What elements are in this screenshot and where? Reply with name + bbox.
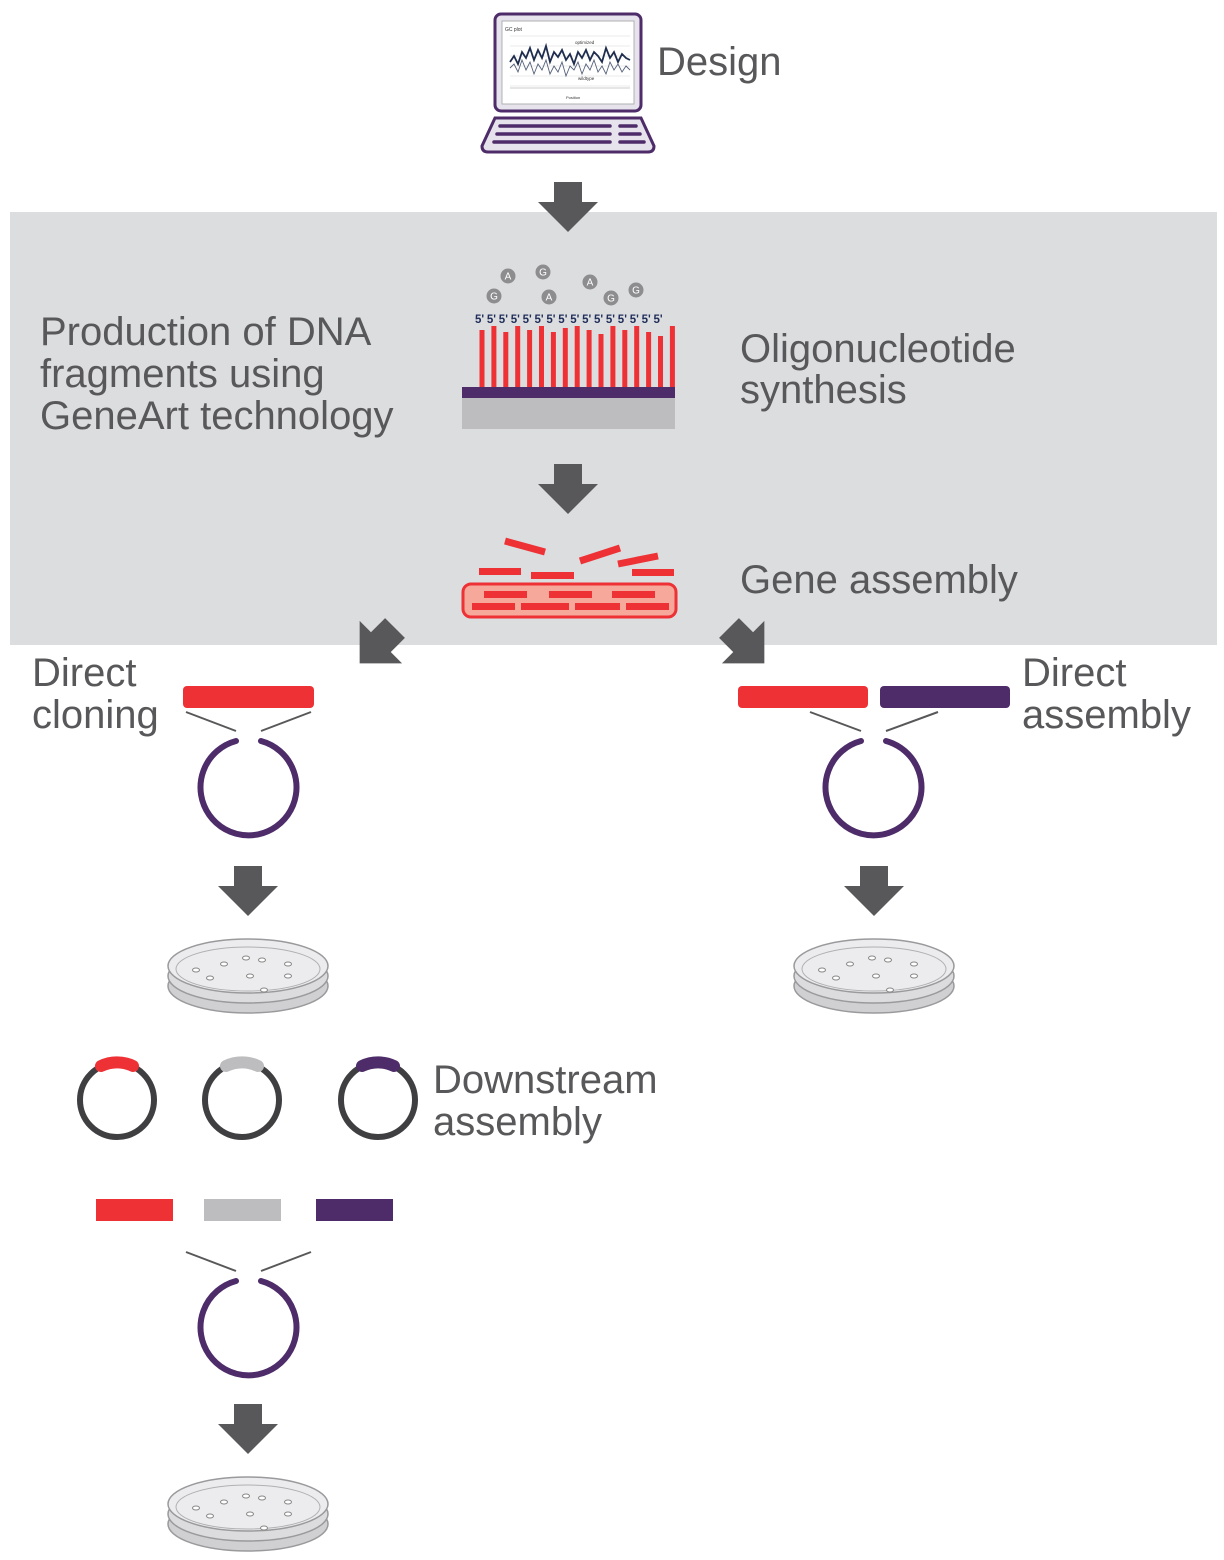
nucleotide-letter: G — [490, 292, 498, 303]
oligo-strand — [610, 326, 616, 387]
oligo-strand — [574, 326, 580, 387]
five-prime-labels: 5'5'5'5'5'5'5'5'5'5'5'5'5'5'5'5' — [475, 314, 663, 326]
direct-cloning-graphic — [183, 686, 314, 839]
oligo-strand — [669, 326, 675, 387]
five-prime-label: 5' — [618, 314, 627, 326]
oligo-strand — [539, 326, 544, 387]
petri-dish-cloning — [167, 938, 329, 1014]
label-production-line3: GeneArt technology — [40, 394, 394, 438]
five-prime-label: 5' — [487, 314, 496, 326]
label-oligo-line1: Oligonucleotide — [740, 327, 1016, 371]
five-prime-label: 5' — [511, 314, 520, 326]
five-prime-label: 5' — [570, 314, 579, 326]
arrow-downstream-to-dish — [218, 1404, 278, 1454]
five-prime-label: 5' — [535, 314, 544, 326]
oligo-strand — [598, 334, 604, 387]
five-prime-label: 5' — [594, 314, 603, 326]
label-oligo-synthesis: Oligonucleotide synthesis — [740, 327, 1027, 412]
label-direct-assembly: Direct assembly — [1022, 651, 1191, 737]
label-production-line2: fragments using — [40, 352, 325, 396]
five-prime-label: 5' — [499, 314, 508, 326]
five-prime-label: 5' — [523, 314, 532, 326]
oligo-strand — [658, 336, 663, 387]
label-direct-assembly-line2: assembly — [1022, 693, 1191, 737]
monitor-optimized-line — [509, 42, 631, 67]
label-direct-assembly-line1: Direct — [1022, 651, 1126, 695]
nucleotide-bubble: A — [500, 268, 516, 284]
monitor-chart-title: GC plot — [505, 27, 523, 33]
oligo-strand — [527, 330, 533, 387]
label-direct-cloning-line1: Direct — [32, 651, 136, 695]
monitor-xlabel: Position — [566, 95, 580, 100]
five-prime-label: 5' — [475, 314, 484, 326]
computer-icon: GC plot optimized wildtype Position — [480, 12, 656, 154]
nucleotide-letter: A — [505, 272, 512, 283]
nucleotide-letter: G — [539, 268, 547, 279]
label-gene-assembly: Gene assembly — [740, 558, 1018, 602]
label-downstream-line2: assembly — [433, 1100, 602, 1144]
downstream-plasmids — [77, 1056, 418, 1140]
direct-assembly-graphic — [738, 686, 1010, 839]
nucleotide-bubble: G — [628, 282, 644, 298]
arrow-cloning-to-dish — [218, 866, 278, 916]
oligo-strand — [491, 326, 497, 387]
gene-assembly-graphic — [461, 537, 678, 619]
downstream-vector — [185, 1251, 312, 1379]
nucleotide-letter: G — [632, 286, 640, 297]
arrow-assembly-to-dish — [844, 866, 904, 916]
five-prime-label: 5' — [654, 314, 663, 326]
five-prime-label: 5' — [642, 314, 651, 326]
nucleotide-bubble: G — [535, 264, 551, 280]
label-production: Production of DNA fragments using GeneAr… — [40, 310, 394, 438]
nucleotide-bubble: A — [541, 289, 557, 305]
label-downstream-line1: Downstream — [433, 1058, 658, 1102]
label-design: Design — [657, 40, 782, 84]
oligo-strand — [634, 326, 640, 387]
five-prime-label: 5' — [630, 314, 639, 326]
oligo-strand — [503, 332, 509, 387]
downstream-fragments — [96, 1199, 393, 1221]
nucleotide-bubble: A — [582, 274, 598, 290]
oligo-strand — [646, 332, 652, 387]
oligo-strand — [562, 328, 568, 387]
oligo-strand — [586, 330, 592, 387]
label-direct-cloning-line2: cloning — [32, 693, 159, 737]
petri-dish-assembly — [793, 938, 955, 1014]
oligo-strands — [479, 326, 675, 387]
nucleotide-letter: A — [546, 293, 553, 304]
label-direct-cloning: Direct cloning — [32, 651, 159, 737]
oligo-strand — [622, 330, 628, 387]
oligo-strand — [550, 332, 556, 387]
petri-dish-downstream — [167, 1476, 329, 1552]
oligo-strand — [515, 326, 521, 387]
five-prime-label: 5' — [546, 314, 555, 326]
monitor-series-wildtype: wildtype — [578, 76, 595, 81]
monitor-wildtype-line — [509, 58, 631, 78]
nucleotide-bubble: G — [486, 288, 502, 304]
label-production-line1: Production of DNA — [40, 310, 372, 354]
monitor-series-optimized: optimized — [575, 40, 595, 45]
five-prime-label: 5' — [582, 314, 591, 326]
label-oligo-line2: synthesis — [740, 368, 907, 412]
five-prime-label: 5' — [606, 314, 615, 326]
nucleotide-letter: A — [587, 278, 594, 289]
oligo-strand — [479, 330, 485, 387]
five-prime-label: 5' — [558, 314, 567, 326]
nucleotide-bubble: G — [603, 290, 619, 306]
label-downstream-assembly: Downstream assembly — [433, 1058, 669, 1144]
nucleotide-letter: G — [607, 294, 615, 305]
